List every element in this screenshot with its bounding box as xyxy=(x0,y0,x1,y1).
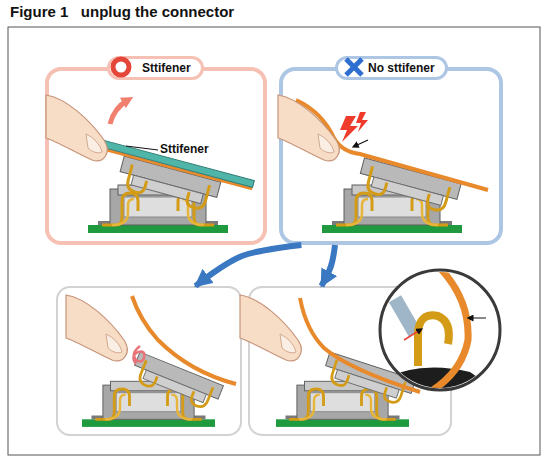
plug xyxy=(321,352,415,407)
pointer-arrow xyxy=(355,140,368,146)
receptacle xyxy=(88,185,228,233)
finger xyxy=(240,295,301,361)
panel-heading: No sttifener xyxy=(335,56,448,80)
finger xyxy=(278,95,339,161)
comparison-panel: No sttifener xyxy=(279,67,503,245)
fpc-cable xyxy=(132,296,236,384)
receptacle xyxy=(322,185,462,233)
flow-arrow xyxy=(196,245,302,286)
ok-symbol xyxy=(113,59,129,75)
pointer-arrow xyxy=(470,317,486,318)
panel-heading: Sttifener xyxy=(107,56,204,80)
stress-symbol xyxy=(356,112,368,132)
plug xyxy=(116,156,221,213)
finger xyxy=(46,95,107,161)
contact-pin xyxy=(418,315,449,366)
ng-symbol xyxy=(346,59,362,75)
leader-line xyxy=(126,146,158,150)
finger xyxy=(66,295,127,361)
part-label: Sttifener xyxy=(160,142,209,156)
step-panel xyxy=(248,286,452,436)
flow-arrow xyxy=(321,245,335,286)
lift-arrow xyxy=(110,100,128,124)
figure-frame xyxy=(8,27,540,455)
magnifier xyxy=(380,270,500,390)
receptacle xyxy=(82,381,215,427)
ng-symbol xyxy=(346,59,362,75)
figure-title: Figure 1 unplug the connector xyxy=(10,3,234,20)
spring-curl xyxy=(133,346,144,364)
stiffener-plate xyxy=(98,139,254,187)
housing-section xyxy=(380,368,510,401)
stress-symbol xyxy=(340,116,358,142)
fpc-cable xyxy=(300,298,420,392)
plug-section xyxy=(389,295,421,337)
comparison-panel: Sttifener xyxy=(45,67,267,245)
plug xyxy=(356,158,461,215)
receptacle xyxy=(276,381,409,427)
pointer-arrow xyxy=(404,330,420,340)
step-panel xyxy=(56,286,242,436)
fpc-cable xyxy=(430,268,468,392)
fpc-cable xyxy=(296,100,488,190)
plug xyxy=(129,352,223,412)
